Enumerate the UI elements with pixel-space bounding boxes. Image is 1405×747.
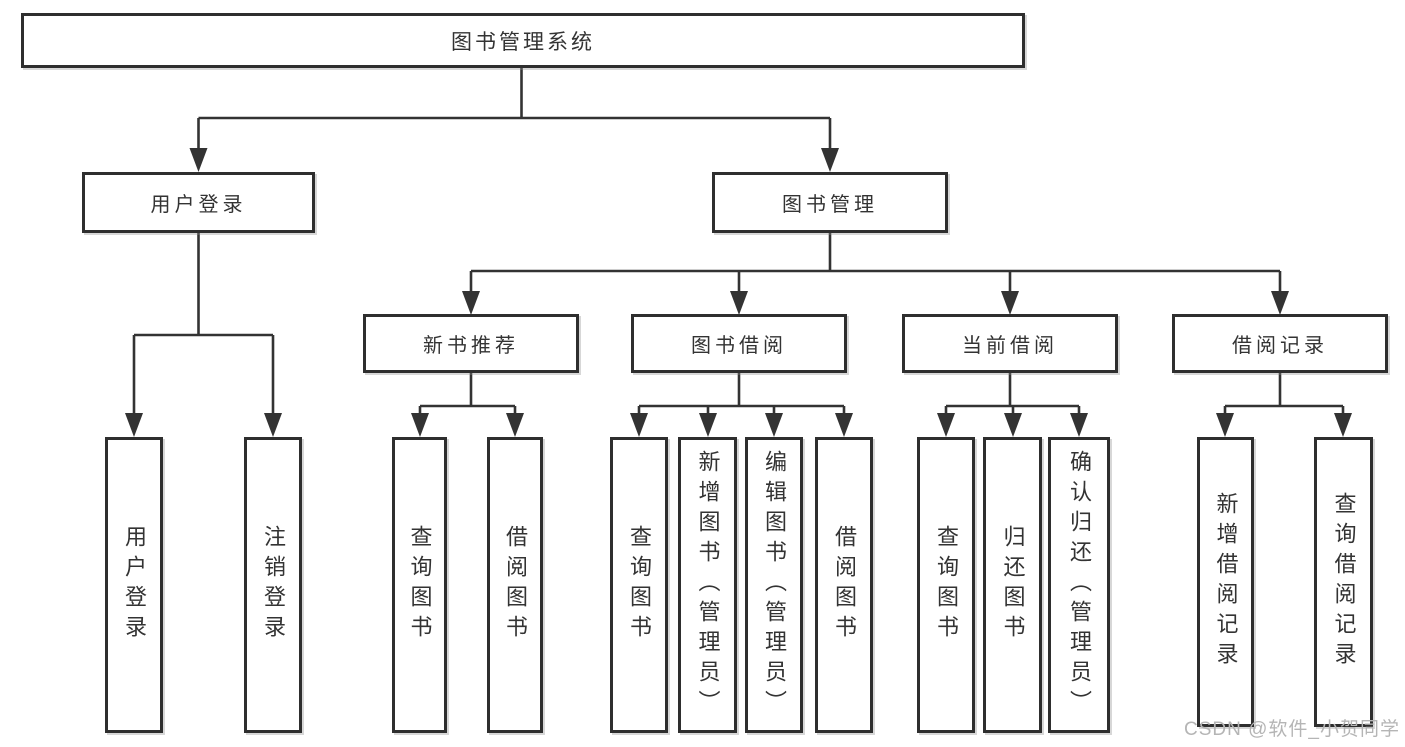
node-book-management: 图书管理	[712, 172, 948, 233]
node-book-borrowing: 图书借阅	[631, 314, 847, 373]
node-label: 当前借阅	[962, 335, 1058, 357]
node-label: 查询图书	[407, 525, 433, 645]
connector-currentborrow-to-leaves	[937, 373, 1088, 437]
node-label: 编辑图书（管理员）	[762, 450, 787, 720]
connector-root-to-level2	[189, 68, 839, 172]
leaf-add-borrow-record: 新增借阅记录	[1197, 437, 1254, 727]
connector-userlogin-to-leaves	[125, 233, 282, 437]
node-library-management-system: 图书管理系统	[21, 13, 1025, 68]
leaf-query-books-current: 查询图书	[917, 437, 975, 733]
leaf-borrow-books-borrow: 借阅图书	[815, 437, 873, 733]
leaf-user-login: 用户登录	[105, 437, 163, 733]
node-label: 注销登录	[261, 525, 286, 645]
leaf-logout: 注销登录	[244, 437, 302, 733]
connector-bookborrow-to-leaves	[630, 373, 853, 437]
csdn-watermark: CSDN @软件_小贺同学	[1184, 719, 1400, 740]
connector-newbooks-to-leaves	[411, 373, 524, 437]
node-user-login-group: 用户登录	[82, 172, 315, 233]
leaf-edit-books-admin: 编辑图书（管理员）	[745, 437, 803, 733]
node-label: 归还图书	[1000, 525, 1026, 645]
leaf-query-books-borrow: 查询图书	[610, 437, 668, 733]
node-label: 借阅图书	[832, 525, 857, 645]
node-label: 图书借阅	[691, 335, 787, 357]
connector-bookmgmt-to-level3	[462, 233, 1289, 315]
node-current-borrowing: 当前借阅	[902, 314, 1118, 373]
node-label: 查询图书	[934, 525, 959, 645]
node-label: 借阅记录	[1232, 335, 1328, 357]
connector-records-to-leaves	[1216, 373, 1352, 437]
node-label: 新增图书（管理员）	[695, 450, 721, 720]
node-label: 用户登录	[150, 194, 247, 216]
node-label: 用户登录	[122, 525, 147, 645]
node-label: 确认归还（管理员）	[1067, 450, 1092, 720]
node-label: 新书推荐	[423, 335, 519, 357]
node-label: 查询借阅记录	[1331, 492, 1357, 672]
leaf-borrow-books-newbooks: 借阅图书	[487, 437, 543, 733]
leaf-query-borrow-record: 查询借阅记录	[1314, 437, 1373, 727]
node-label: 借阅图书	[503, 525, 528, 645]
node-label: 图书管理系统	[451, 30, 595, 54]
node-label: 图书管理	[782, 194, 878, 216]
leaf-confirm-return-admin: 确认归还（管理员）	[1048, 437, 1110, 733]
leaf-add-books-admin: 新增图书（管理员）	[678, 437, 737, 733]
leaf-return-books: 归还图书	[983, 437, 1042, 733]
leaf-query-books-newbooks: 查询图书	[392, 437, 447, 733]
node-new-book-recommendation: 新书推荐	[363, 314, 579, 373]
node-label: 新增借阅记录	[1213, 492, 1239, 672]
node-borrowing-records: 借阅记录	[1172, 314, 1388, 373]
node-label: 查询图书	[627, 525, 652, 645]
